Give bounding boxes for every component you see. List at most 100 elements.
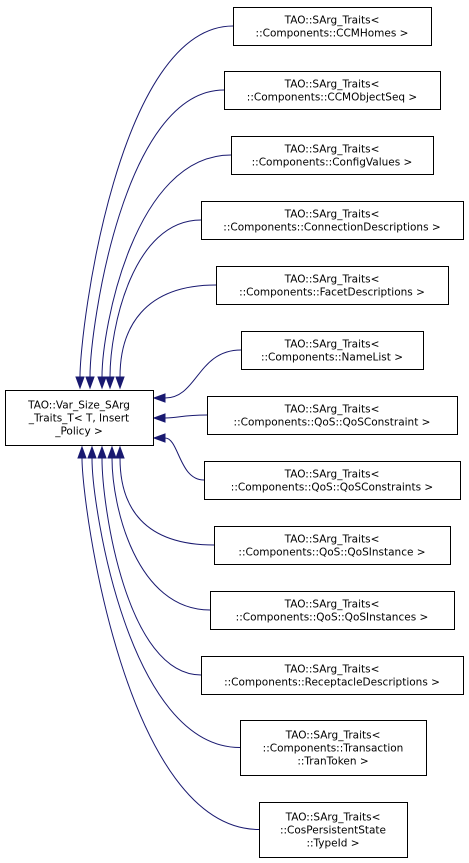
- class-nodes: TAO::Var_Size_SArg_Traits_T< T, Insert_P…: [5, 7, 464, 858]
- class-name-line: _Traits_T< T, Insert: [28, 413, 129, 425]
- class-name-line: TAO::SArg_Traits<: [284, 79, 380, 91]
- inheritance-edge: [115, 445, 215, 546]
- derived-class-node[interactable]: TAO::SArg_Traits<::CosPersistentState::T…: [259, 802, 408, 858]
- inheritance-edge: [97, 154, 232, 390]
- inheritance-edge: [152, 413, 208, 423]
- inheritance-edge: [152, 349, 242, 403]
- edge-arrowhead: [115, 376, 125, 390]
- edge-line: [81, 457, 260, 830]
- class-box: [201, 201, 464, 240]
- class-name-line: ::Components::CCMHomes >: [256, 28, 409, 40]
- edge-line: [111, 457, 211, 611]
- class-box: [233, 7, 432, 46]
- class-box: [207, 396, 458, 435]
- derived-class-node[interactable]: TAO::SArg_Traits<::Components::QoS::QoSC…: [207, 396, 458, 435]
- class-name-line: TAO::SArg_Traits<: [284, 209, 380, 221]
- class-box: [240, 720, 427, 776]
- class-box: [214, 526, 451, 565]
- edge-arrowhead: [115, 445, 125, 459]
- class-box: [201, 656, 464, 695]
- class-name-line: TAO::SArg_Traits<: [285, 730, 381, 742]
- class-name-line: TAO::SArg_Traits<: [284, 469, 380, 481]
- edge-line: [164, 437, 205, 481]
- class-name-line: _Policy >: [54, 426, 103, 438]
- class-name-line: ::Components::QoS::QoSInstance >: [238, 547, 425, 559]
- class-name-line: TAO::SArg_Traits<: [284, 274, 380, 286]
- edge-arrowhead: [152, 393, 166, 403]
- inheritance-edge: [75, 25, 234, 390]
- inheritance-edges: [75, 25, 260, 830]
- derived-class-node[interactable]: TAO::SArg_Traits<::Components::NameList …: [241, 331, 424, 370]
- edge-arrowhead: [75, 376, 85, 390]
- class-name-line: TAO::SArg_Traits<: [284, 599, 380, 611]
- derived-class-node[interactable]: TAO::SArg_Traits<::Components::CCMHomes …: [233, 7, 432, 46]
- class-name-line: ::Components::Transaction: [263, 743, 404, 755]
- edge-line: [79, 25, 234, 378]
- class-name-line: ::TypeId >: [306, 838, 359, 850]
- class-name-line: ::Components::QoS::QoSConstraints >: [231, 482, 433, 494]
- class-box: [216, 266, 449, 305]
- inheritance-edge: [77, 445, 260, 830]
- class-name-line: ::Components::NameList >: [261, 352, 403, 364]
- edge-arrowhead: [97, 376, 107, 390]
- class-box: [259, 802, 408, 858]
- class-name-line: TAO::SArg_Traits<: [284, 664, 380, 676]
- class-box: [5, 390, 154, 446]
- derived-class-node[interactable]: TAO::SArg_Traits<::Components::Transacti…: [240, 720, 427, 776]
- class-box: [204, 461, 461, 500]
- derived-class-node[interactable]: TAO::SArg_Traits<::Components::Receptacl…: [201, 656, 464, 695]
- edge-line: [164, 414, 208, 419]
- derived-class-node[interactable]: TAO::SArg_Traits<::Components::QoS::QoSI…: [214, 526, 451, 565]
- inheritance-edge: [105, 219, 202, 390]
- inheritance-edge: [97, 445, 202, 676]
- edge-line: [89, 89, 225, 378]
- derived-class-node[interactable]: TAO::SArg_Traits<::Components::QoS::QoSI…: [210, 591, 455, 630]
- edge-arrowhead: [85, 376, 95, 390]
- class-box: [231, 136, 434, 175]
- edge-arrowhead: [105, 376, 115, 390]
- inheritance-edge: [87, 445, 241, 748]
- inheritance-edge: [115, 284, 217, 390]
- derived-class-node[interactable]: TAO::SArg_Traits<::Components::ConfigVal…: [231, 136, 434, 175]
- class-name-line: ::Components::FacetDescriptions >: [239, 287, 425, 299]
- edge-arrowhead: [152, 413, 166, 423]
- edge-arrowhead: [87, 445, 97, 459]
- inheritance-edge: [107, 445, 211, 611]
- edge-line: [91, 457, 241, 748]
- edge-line: [101, 457, 202, 676]
- class-name-line: ::Components::QoS::QoSConstraint >: [234, 417, 431, 429]
- edge-arrowhead: [107, 445, 117, 459]
- class-name-line: TAO::SArg_Traits<: [285, 812, 381, 824]
- class-name-line: TAO::SArg_Traits<: [284, 15, 380, 27]
- class-name-line: ::Components::ConfigValues >: [252, 157, 413, 169]
- edge-line: [119, 457, 215, 546]
- edge-line: [101, 154, 232, 378]
- edge-arrowhead: [97, 445, 107, 459]
- class-name-line: TAO::Var_Size_SArg: [27, 400, 130, 412]
- class-name-line: TAO::SArg_Traits<: [284, 404, 380, 416]
- class-box: [210, 591, 455, 630]
- class-name-line: ::TranToken >: [297, 756, 368, 768]
- derived-class-node[interactable]: TAO::SArg_Traits<::Components::Connectio…: [201, 201, 464, 240]
- class-name-line: TAO::SArg_Traits<: [284, 144, 380, 156]
- class-name-line: TAO::SArg_Traits<: [284, 339, 380, 351]
- edge-arrowhead: [77, 445, 87, 459]
- derived-class-node[interactable]: TAO::SArg_Traits<::Components::FacetDesc…: [216, 266, 449, 305]
- class-box: [224, 71, 441, 110]
- inheritance-edge: [152, 433, 205, 481]
- class-name-line: ::Components::ConnectionDescriptions >: [223, 222, 440, 234]
- edge-line: [119, 284, 217, 378]
- class-name-line: TAO::SArg_Traits<: [284, 534, 380, 546]
- edge-line: [109, 219, 202, 378]
- class-name-line: ::Components::CCMObjectSeq >: [247, 92, 417, 104]
- class-name-line: ::CosPersistentState: [280, 825, 386, 837]
- base-class-node[interactable]: TAO::Var_Size_SArg_Traits_T< T, Insert_P…: [5, 390, 154, 446]
- class-name-line: ::Components::ReceptacleDescriptions >: [224, 677, 440, 689]
- class-name-line: ::Components::QoS::QoSInstances >: [236, 612, 429, 624]
- inheritance-edge: [85, 89, 225, 390]
- derived-class-node[interactable]: TAO::SArg_Traits<::Components::CCMObject…: [224, 71, 441, 110]
- class-box: [241, 331, 424, 370]
- derived-class-node[interactable]: TAO::SArg_Traits<::Components::QoS::QoSC…: [204, 461, 461, 500]
- edge-arrowhead: [152, 433, 166, 443]
